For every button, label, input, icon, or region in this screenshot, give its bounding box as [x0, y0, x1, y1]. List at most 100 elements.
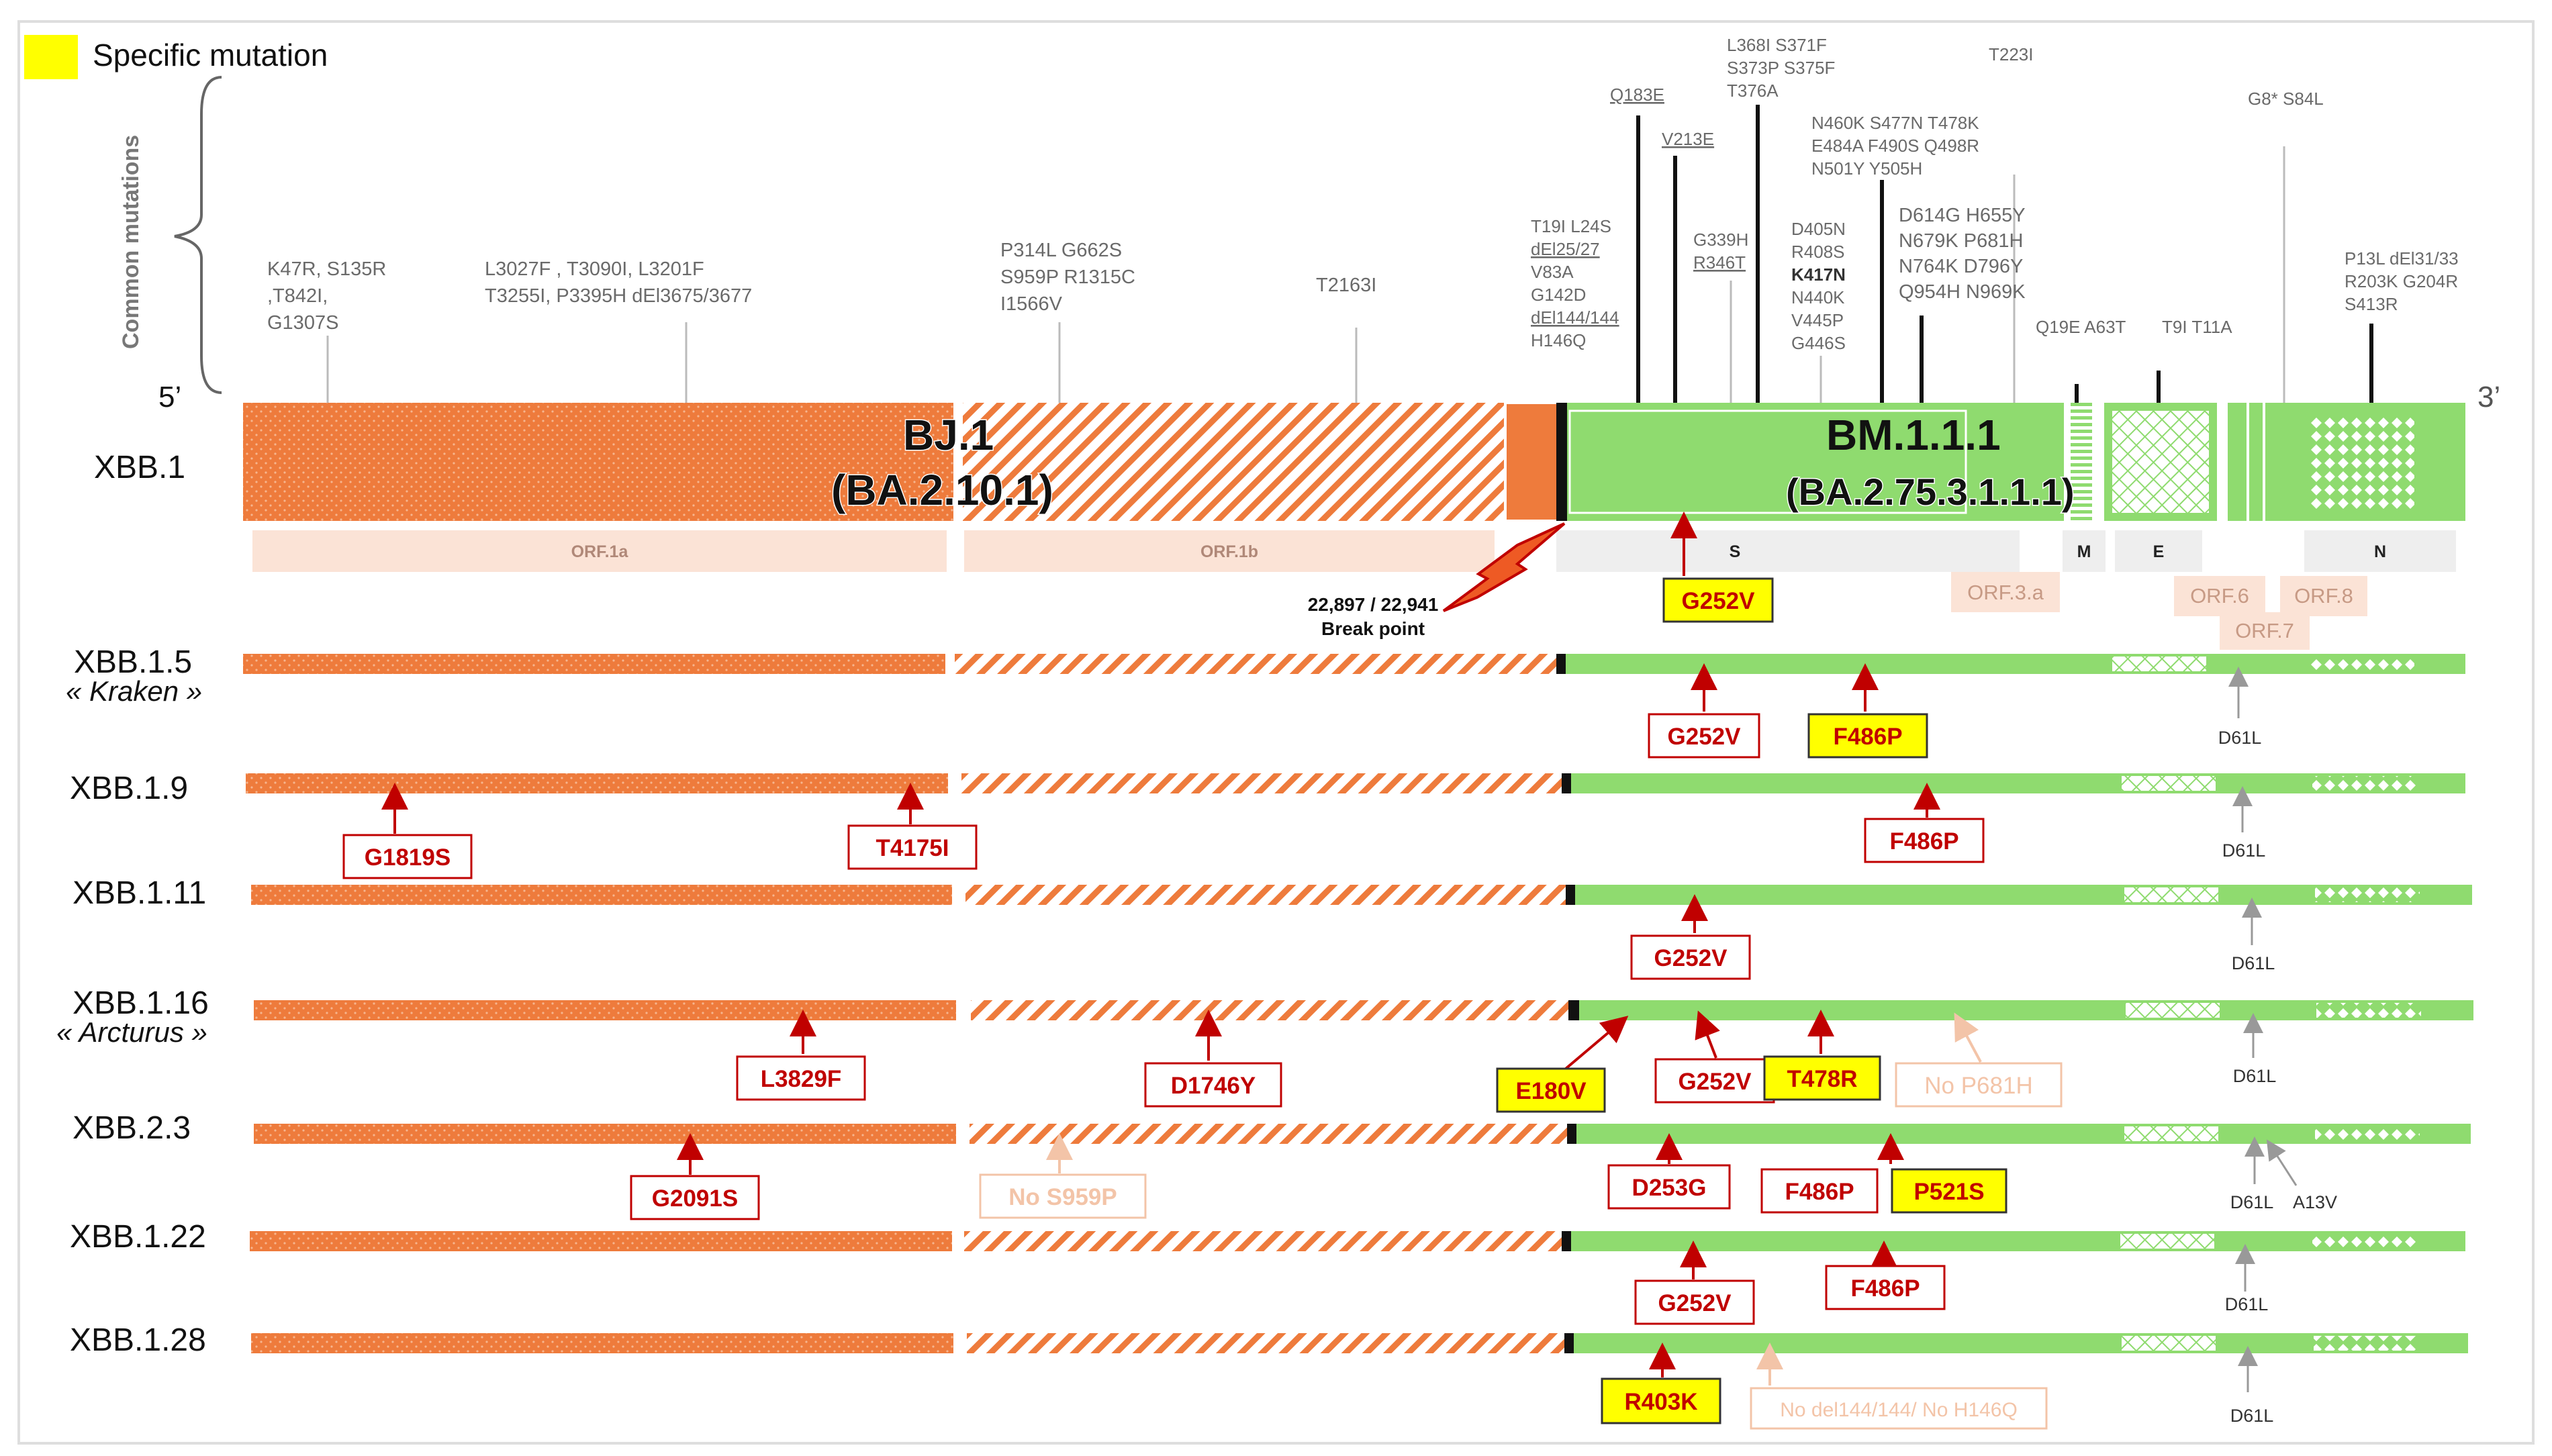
axis-brace [174, 76, 222, 394]
gene-box-orf7 [2220, 612, 2310, 650]
mutation-label-g252v: G252V [1668, 724, 1742, 750]
track-orf1b [965, 885, 1566, 905]
common-mutation-orf1a-a: K47R, S135R ,T842I, G1307S [267, 258, 391, 334]
mutation-box-no-del144 [1750, 1387, 2048, 1430]
orf7-mutation-a13v: A13V [2293, 1192, 2337, 1212]
breakpoint-label: Break point [1321, 618, 1425, 639]
track-break [1556, 654, 1566, 674]
arrow-a13v [2266, 1139, 2298, 1186]
gene-label-orf7: ORF.7 [2235, 619, 2294, 642]
mutation-label-t478r: T478R [1787, 1066, 1857, 1092]
common-mutation-e: T9I T11A [2162, 317, 2232, 337]
mutation-box-f486p [1807, 713, 1928, 759]
mutation-box-e180v [1496, 1067, 1606, 1113]
variant-xbb-1-11: XBB.1.11 G252V D61L [73, 875, 2472, 980]
mutation-label-f486p: F486P [1889, 828, 1958, 855]
variant-xbb-2-3: XBB.2.3 G2091S No S959P D253G F486P P521… [73, 1110, 2471, 1220]
track-n [2314, 1336, 2418, 1351]
track-e [2126, 1003, 2220, 1018]
mutation-label-g252v: G252V [1654, 945, 1728, 971]
arrow-e180v [1564, 1016, 1629, 1070]
right-parent-lineage: (BA.2.75.3.1.1.1) [1786, 471, 2075, 513]
mutation-box-g252v [1634, 1279, 1755, 1325]
mutation-label-d1746y: D1746Y [1171, 1073, 1256, 1099]
legend-label: Specific mutation [93, 38, 328, 72]
left-parent-name: BJ.1 [903, 411, 994, 459]
mutation-box-d1746y [1144, 1062, 1282, 1108]
mutation-label-no-del144: No del144/144/ No H146Q [1780, 1399, 2018, 1421]
genome-spike-label: G252V [1682, 588, 1756, 614]
track-e [2120, 1234, 2214, 1249]
variant-nickname: « Kraken » [66, 675, 202, 707]
orf7-mutation-d61l: D61L [2233, 1066, 2277, 1086]
lightning-bolt-icon [1442, 522, 1566, 612]
mutation-box-g1819s [342, 834, 473, 879]
gene-label-orf3a: ORF.3.a [1967, 581, 2044, 604]
mutation-label-f486p: F486P [1785, 1179, 1854, 1205]
variant-xbb-1-28: XBB.1.28 R403K No del144/144/ No H146Q D… [70, 1322, 2468, 1430]
five-prime-label: 5’ [158, 381, 181, 414]
mutation-box-d253g [1607, 1164, 1731, 1210]
gene-box-orf3a [1951, 572, 2060, 612]
track-e [2124, 887, 2218, 902]
gene-label-orf1a: ORF.1a [571, 542, 629, 561]
mutation-box-g252v [1648, 713, 1760, 759]
xbb1-genome: XBB.1 BJ.1 (BA.2.10.1) BM.1.1.1 (BA.2.75… [94, 401, 2465, 522]
common-mutation-t2163i: T2163I [1316, 275, 1376, 296]
track-break [1562, 1231, 1571, 1251]
right-parent-name: BM.1.1.1 [1826, 411, 2001, 459]
m-segment [2071, 403, 2092, 521]
variant-label: XBB.1.5 [74, 644, 192, 680]
common-mutation-q183e: Q183E [1610, 85, 1664, 105]
track-orf1b [964, 1231, 1562, 1251]
track-orf1b [967, 1333, 1564, 1353]
mutation-box-f486p [1864, 818, 1985, 863]
mutation-label-f486p: F486P [1833, 724, 1902, 750]
orf7-mutation-d61l: D61L [2222, 840, 2266, 861]
variant-rows: XBB.1.5 « Kraken » G252V F486P D61L XBB.… [56, 644, 2473, 1430]
mutation-label-g252v: G252V [1679, 1069, 1752, 1095]
mutation-box-r403k [1601, 1377, 1721, 1424]
track-e [2112, 657, 2206, 671]
arrow-g252v [1695, 1010, 1720, 1059]
gene-box-e [2115, 530, 2202, 572]
mutation-box-no-s959p [979, 1173, 1147, 1219]
track-orf1a [246, 773, 948, 793]
orf3a-segment [2013, 403, 2064, 521]
track-orf1b [955, 654, 1556, 674]
track-break [1564, 1333, 1574, 1353]
track-e [2124, 1126, 2218, 1141]
track-n [2312, 1234, 2417, 1249]
spike-segment [1567, 403, 2013, 521]
mutation-label-no-s959p: No S959P [1008, 1184, 1117, 1210]
mutation-box-p521s [1891, 1168, 2007, 1214]
track-n [2315, 887, 2420, 902]
mutation-label-l3829f: L3829F [761, 1066, 842, 1092]
orf7-mutation-d61l: D61L [2225, 1294, 2269, 1314]
track-e [2122, 776, 2216, 791]
mutation-box-g2091s [630, 1175, 760, 1220]
orf1b-end-segment [1504, 401, 1559, 522]
spike-outline [1568, 409, 1967, 514]
variant-xbb-1-9: XBB.1.9 G1819S T4175I F486P D61L [70, 771, 2465, 879]
axis-label: Common mutations [118, 135, 144, 349]
mutation-box-t4175i [847, 824, 978, 870]
track-n [2310, 657, 2414, 671]
orf7-mutation-d61l: D61L [2230, 1192, 2274, 1212]
common-mutation-rbd-d: N460K S477N T478K E484A F490S Q498R N501… [1811, 113, 1984, 179]
track-break [1567, 1124, 1576, 1144]
track-orf1a [251, 885, 952, 905]
track-orf1b [971, 1000, 1568, 1020]
gene-box-orf1b [964, 530, 1495, 572]
variant-label: XBB.1.9 [70, 771, 188, 806]
mutation-box-no-p681h [1895, 1062, 2063, 1108]
mutation-label-no-p681h: No P681H [1924, 1073, 2032, 1099]
track-orf1b [970, 1124, 1567, 1144]
mutation-label-e180v: E180V [1515, 1078, 1587, 1104]
common-mutation-orf1a-b: L3027F , T3090I, L3201F T3255I, P3395H d… [485, 258, 752, 307]
track-orf1a [251, 1333, 953, 1353]
gene-label-n: N [2374, 542, 2386, 561]
legend-swatch [24, 35, 78, 79]
track-break [1562, 773, 1571, 793]
variant-label: XBB.1.11 [73, 875, 206, 911]
